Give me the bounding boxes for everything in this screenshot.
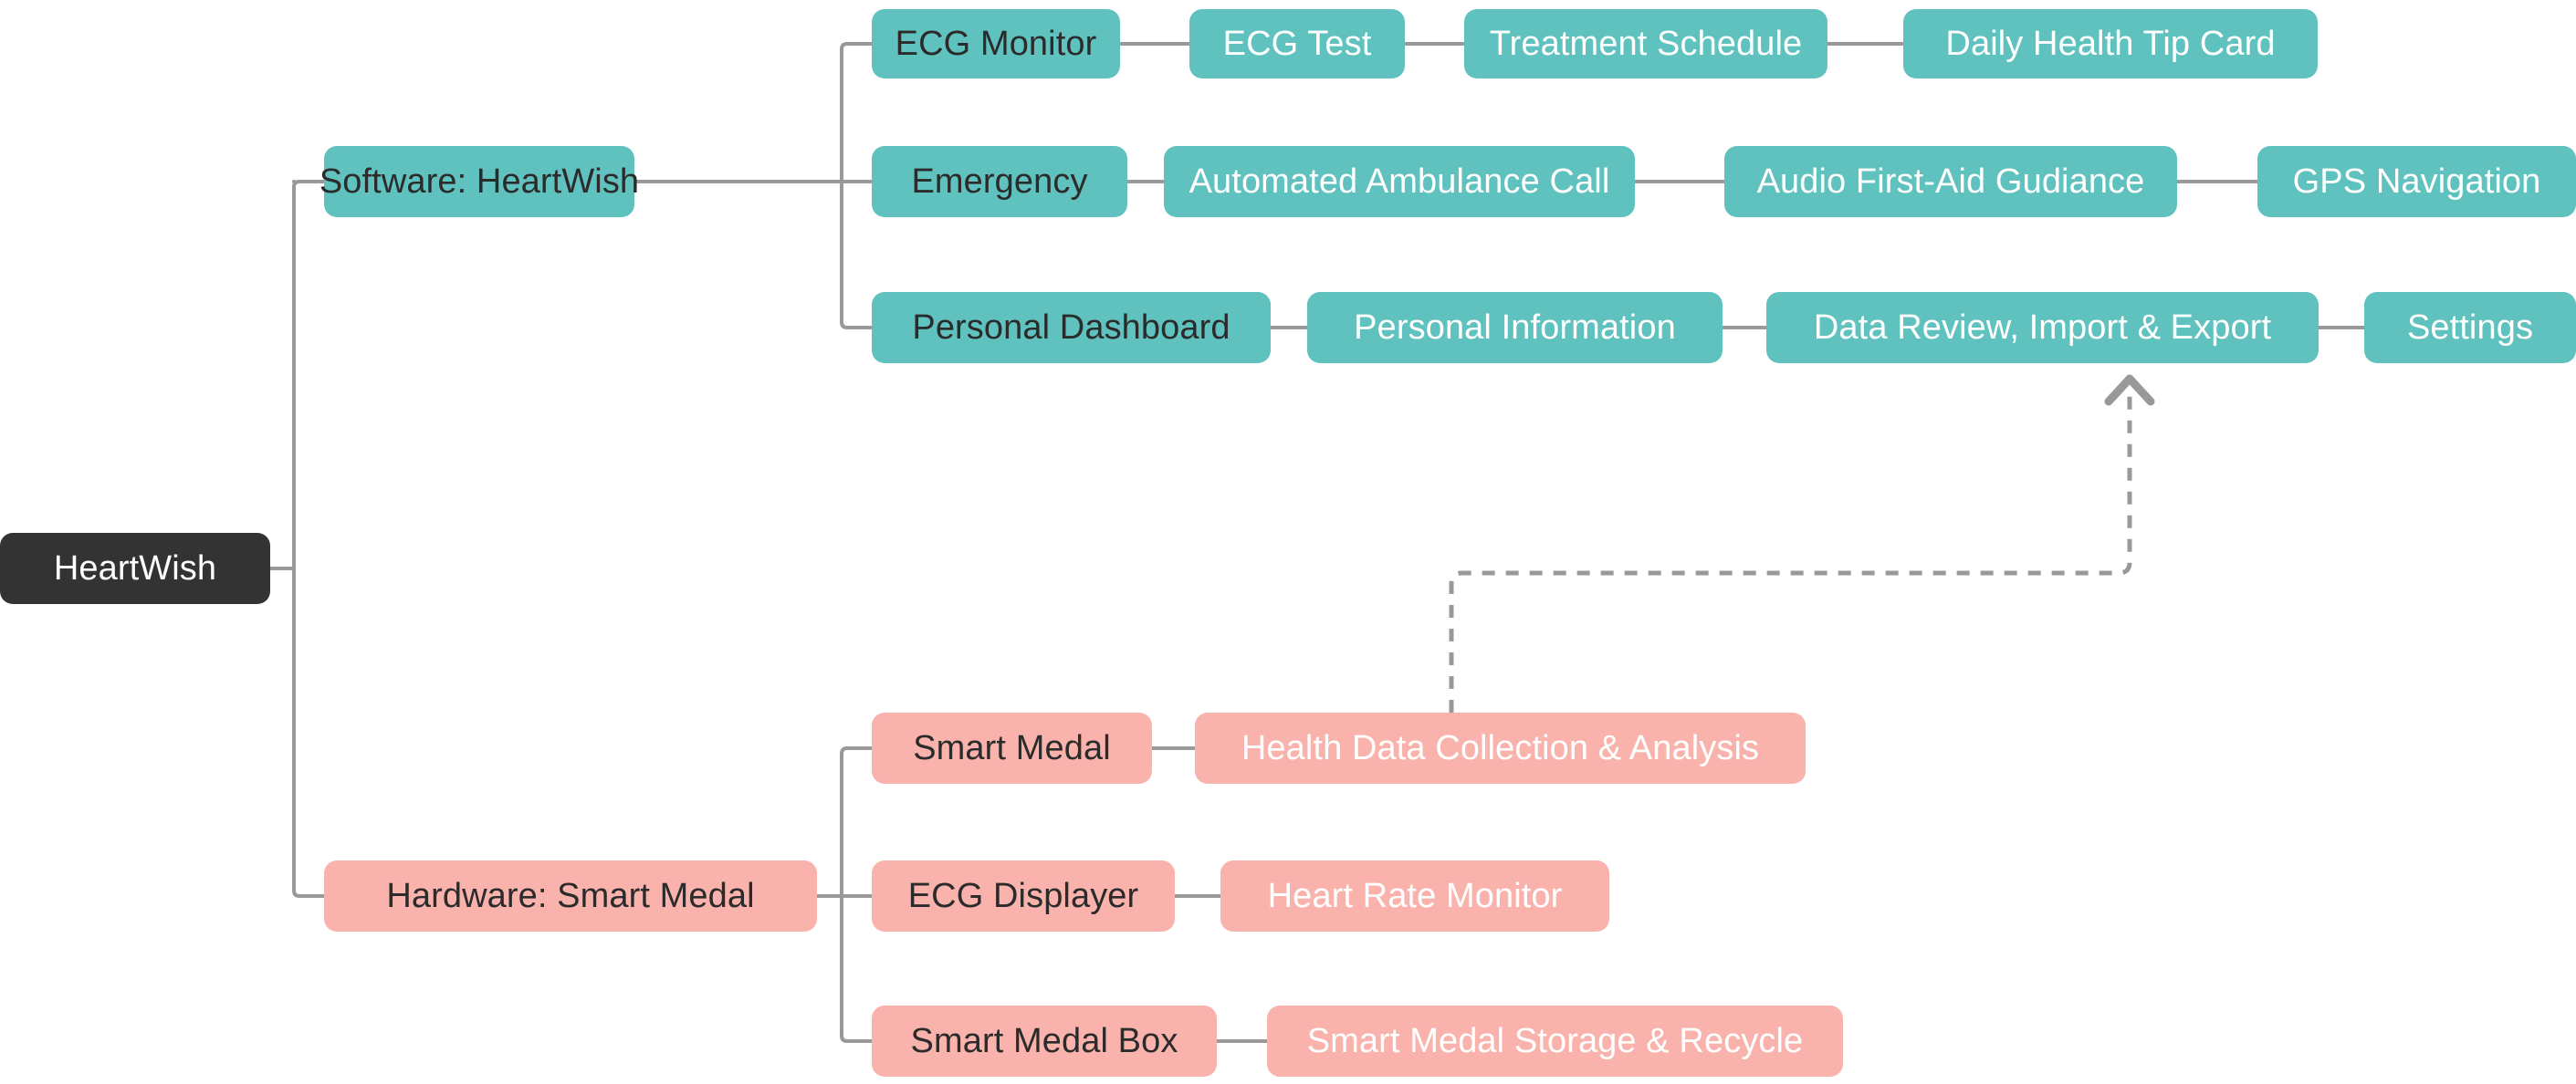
node-label: Personal Information [1354, 308, 1676, 347]
dashed-arrow-head [2104, 374, 2155, 406]
node-daily-health-tip-card[interactable]: Daily Health Tip Card [1903, 9, 2318, 78]
node-personal-information[interactable]: Personal Information [1307, 292, 1723, 363]
node-label: Smart Medal Box [910, 1022, 1178, 1060]
node-audio-first-aid-guidance[interactable]: Audio First-Aid Gudiance [1724, 146, 2177, 217]
node-label: Emergency [911, 162, 1088, 201]
edge-trunk-software [292, 180, 326, 202]
node-ecg-test[interactable]: ECG Test [1189, 9, 1405, 78]
node-emergency[interactable]: Emergency [872, 146, 1127, 217]
node-label: HeartWish [53, 549, 217, 588]
node-label: Data Review, Import & Export [1813, 308, 2272, 347]
edge-hw-subtrunk-row3 [840, 1021, 874, 1043]
edge-trunk-hardware [292, 876, 326, 898]
node-label: Settings [2406, 308, 2534, 347]
node-software-heartwish[interactable]: Software: HeartWish [319, 146, 639, 217]
edge-subtrunk-row3 [840, 307, 874, 329]
node-label: Daily Health Tip Card [1945, 25, 2276, 63]
node-label: GPS Navigation [2292, 162, 2541, 201]
node-label: Heart Rate Monitor [1267, 877, 1563, 915]
node-smart-medal-box[interactable]: Smart Medal Box [872, 1006, 1217, 1077]
node-label: Personal Dashboard [912, 308, 1230, 347]
node-health-data-collection-analysis[interactable]: Health Data Collection & Analysis [1195, 713, 1806, 784]
node-smart-medal[interactable]: Smart Medal [872, 713, 1152, 784]
node-root-heartwish[interactable]: HeartWish [0, 533, 270, 604]
node-label: Audio First-Aid Gudiance [1756, 162, 2145, 201]
node-label: Health Data Collection & Analysis [1241, 729, 1760, 767]
node-label: ECG Test [1222, 25, 1372, 63]
node-automated-ambulance-call[interactable]: Automated Ambulance Call [1164, 146, 1635, 217]
dashed-cross-link [1449, 394, 2132, 713]
edge-hw-subtrunk-row1 [840, 746, 874, 768]
node-personal-dashboard[interactable]: Personal Dashboard [872, 292, 1271, 363]
node-gps-navigation[interactable]: GPS Navigation [2257, 146, 2576, 217]
node-ecg-monitor[interactable]: ECG Monitor [872, 9, 1120, 78]
node-label: Automated Ambulance Call [1189, 162, 1610, 201]
node-label: Software: HeartWish [319, 162, 640, 201]
node-label: ECG Monitor [895, 25, 1097, 63]
node-label: Treatment Schedule [1489, 25, 1803, 63]
node-smart-medal-storage-recycle[interactable]: Smart Medal Storage & Recycle [1267, 1006, 1843, 1077]
node-hardware-smart-medal[interactable]: Hardware: Smart Medal [324, 860, 817, 932]
node-label: Hardware: Smart Medal [386, 877, 755, 915]
node-data-review-import-export[interactable]: Data Review, Import & Export [1766, 292, 2319, 363]
node-label: Smart Medal [913, 729, 1111, 767]
node-label: ECG Displayer [907, 877, 1139, 915]
node-label: Smart Medal Storage & Recycle [1306, 1022, 1804, 1060]
node-treatment-schedule[interactable]: Treatment Schedule [1464, 9, 1827, 78]
dashed-cross-link-path [1449, 394, 2132, 713]
edge-subtrunk-row1 [840, 42, 874, 64]
node-heart-rate-monitor[interactable]: Heart Rate Monitor [1220, 860, 1609, 932]
node-ecg-displayer[interactable]: ECG Displayer [872, 860, 1175, 932]
node-settings[interactable]: Settings [2364, 292, 2576, 363]
